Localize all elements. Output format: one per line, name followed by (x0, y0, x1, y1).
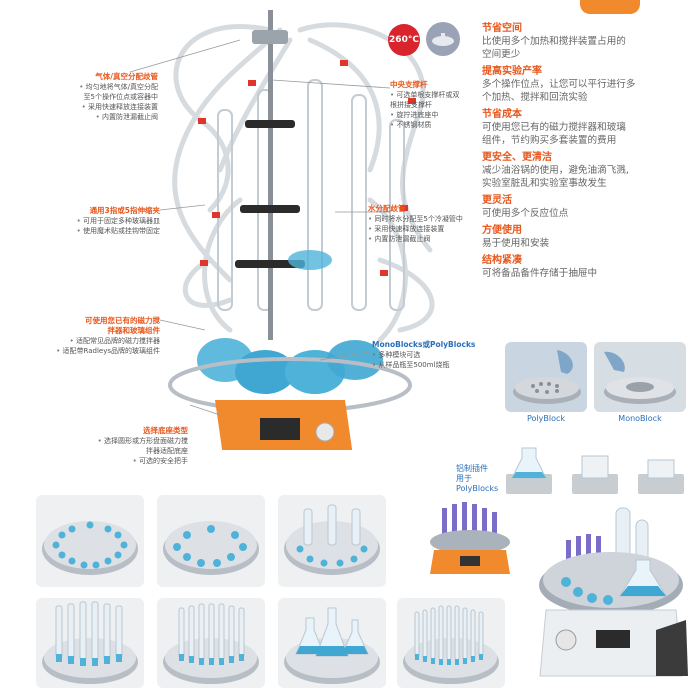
feature-body: 减少油浴锅的使用，避免油滴飞溅, (482, 165, 629, 176)
feature-item: 更灵活 可使用多个反应位点 (482, 194, 692, 220)
config-photo-5 (157, 598, 265, 688)
variant-flask (506, 447, 552, 494)
feature-list: 节省空间 比使用多个加热和搅拌装置占用的 空间更少 提高实验产率 多个操作位点，… (482, 22, 692, 284)
polyblock-photo (505, 342, 587, 412)
callout-blocks: MonoBlocks或PolyBlocks 多种模块可选 从样品瓶至500ml烧… (372, 340, 492, 370)
feature-body: 可使用多个反应位点 (482, 208, 569, 219)
feature-item: 结构紧凑 可将备品备件存储于抽屉中 (482, 254, 692, 280)
feature-heading: 结构紧凑 (482, 255, 522, 266)
callout-gas-manifold: 气体/真空分配歧管 均匀地将气体/真空分配 至5个操作位点或容器中 采用快速释放… (46, 72, 158, 122)
reaction-station-illustration (168, 10, 435, 450)
callout-line: 同时将水分配至5个冷凝管中 (368, 214, 480, 224)
monoblock-photo (594, 342, 686, 412)
al-insert-label: 铝制插件 用于 PolyBlocks (456, 464, 498, 494)
temperature-badge: 260°C (388, 24, 420, 56)
monoblock-caption: MonoBlock (618, 414, 662, 423)
config-photo-1 (36, 495, 144, 587)
callout-line: 适配常见品牌的磁力搅拌器 (40, 336, 160, 346)
clamps (235, 120, 305, 268)
callout-line: 至5个操作位点或容器中 (83, 93, 158, 101)
feature-heading: 节省空间 (482, 23, 522, 34)
polyblock-carousel-large (539, 507, 688, 677)
callout-title: 中央支撑杆 (390, 80, 428, 89)
feature-heading: 更安全、更清洁 (482, 152, 552, 163)
callout-line: 采用快速释放连接装置 (368, 224, 480, 234)
al-insert-line: 铝制插件 (456, 464, 488, 473)
callout-line: 选择圆形或方形盘面磁力搅 (70, 436, 188, 446)
al-insert-line: PolyBlocks (456, 484, 499, 493)
callout-line: 可用于固定多种玻璃器皿 (40, 216, 160, 226)
callout-title: 选择底座类型 (143, 426, 188, 435)
stirrer-knob (315, 422, 335, 442)
polyblock-caption: PolyBlock (526, 414, 566, 423)
feature-body: 个加热、搅拌和回流实验 (482, 92, 588, 103)
feature-body: 可使用您已有的磁力搅拌器和玻璃 (482, 122, 626, 133)
feature-body: 易于使用和安装 (482, 238, 550, 249)
callout-title: 通用3指或5指伸缩夹 (89, 206, 160, 215)
callout-line: 从样品瓶至500ml烧瓶 (372, 360, 492, 370)
config-photo-2 (157, 495, 265, 587)
block-variants (506, 447, 684, 494)
callout-line: 内置防泄漏截止阀 (368, 234, 480, 244)
callout-line: 旋拧进底座中 (390, 110, 482, 120)
lid-icon (426, 22, 460, 56)
callout-title: 气体/真空分配歧管 (95, 72, 158, 81)
callout-base: 选择底座类型 选择圆形或方形盘面磁力搅 拌器适配底座 可选的安全把手 (70, 426, 188, 466)
callout-line: 均匀地将气体/真空分配 (46, 82, 158, 92)
callout-clamps: 通用3指或5指伸缩夹 可用于固定多种玻璃器皿 使用魔术贴或挂钩带固定 (40, 206, 160, 236)
callout-line: 可选单根支撑杆或双 (390, 90, 482, 100)
variant-open (638, 459, 684, 494)
config-photo-7 (397, 598, 505, 688)
device-corner-image (580, 0, 640, 14)
config-photo-4 (36, 598, 144, 688)
feature-item: 节省空间 比使用多个加热和搅拌装置占用的 空间更少 (482, 22, 692, 61)
callout-line: 拌器适配底座 (146, 447, 188, 455)
callout-line: 适配带Radleys品牌的玻璃组件 (40, 346, 160, 356)
feature-heading: 更灵活 (482, 195, 512, 206)
feature-item: 方便使用 易于使用和安装 (482, 224, 692, 250)
config-photo-3 (278, 495, 386, 587)
red-connectors (198, 60, 416, 276)
feature-body: 比使用多个加热和搅拌装置占用的 (482, 36, 626, 47)
feature-heading: 方便使用 (482, 225, 522, 236)
callout-title: 拌器和玻璃组件 (107, 326, 161, 335)
feature-body: 空间更少 (482, 49, 521, 60)
callout-line: 根拼接支撑杆 (390, 101, 432, 109)
callout-stirrer: 可使用您已有的磁力搅 拌器和玻璃组件 适配常见品牌的磁力搅拌器 适配带Radle… (40, 316, 160, 356)
central-rod (268, 10, 273, 340)
callout-line: 内置防泄漏截止阀 (46, 112, 158, 122)
feature-body: 多个操作位点，让您可以平行进行多 (482, 79, 636, 90)
feature-item: 更安全、更清洁 减少油浴锅的使用，避免油滴飞溅, 实验室脏乱和实验室事故发生 (482, 151, 692, 190)
al-insert-line: 用于 (456, 474, 472, 483)
feature-body: 组件，节约购买多套装置的费用 (482, 135, 617, 146)
polyblock-carousel-small (430, 502, 510, 574)
gas-manifold (252, 30, 288, 44)
callout-support-rod: 中央支撑杆 可选单根支撑杆或双 根拼接支撑杆 旋拧进底座中 不锈钢材质 (390, 80, 482, 130)
callout-water-manifold: 水分配歧管 同时将水分配至5个冷凝管中 采用快速释放连接装置 内置防泄漏截止阀 (368, 204, 480, 244)
callout-line: 采用快速释放连接装置 (46, 102, 158, 112)
callout-line: 多种模块可选 (372, 350, 492, 360)
callout-line: 不锈钢材质 (390, 120, 482, 130)
callout-title: 可使用您已有的磁力搅 (85, 316, 160, 325)
feature-item: 节省成本 可使用您已有的磁力搅拌器和玻璃 组件，节约购买多套装置的费用 (482, 108, 692, 147)
feature-body: 实验室脏乱和实验室事故发生 (482, 178, 607, 189)
callout-line: 使用魔术贴或挂钩带固定 (40, 226, 160, 236)
feature-body: 可将备品备件存储于抽屉中 (482, 268, 598, 279)
config-photo-6 (278, 598, 386, 688)
callout-title: MonoBlocks或PolyBlocks (372, 340, 476, 349)
feature-heading: 提高实验产率 (482, 66, 542, 77)
callout-line: 可选的安全把手 (70, 456, 188, 466)
feature-heading: 节省成本 (482, 109, 522, 120)
stirrer-display (260, 418, 300, 440)
feature-item: 提高实验产率 多个操作位点，让您可以平行进行多 个加热、搅拌和回流实验 (482, 65, 692, 104)
callout-title: 水分配歧管 (368, 204, 406, 213)
variant-beaker (572, 455, 618, 494)
